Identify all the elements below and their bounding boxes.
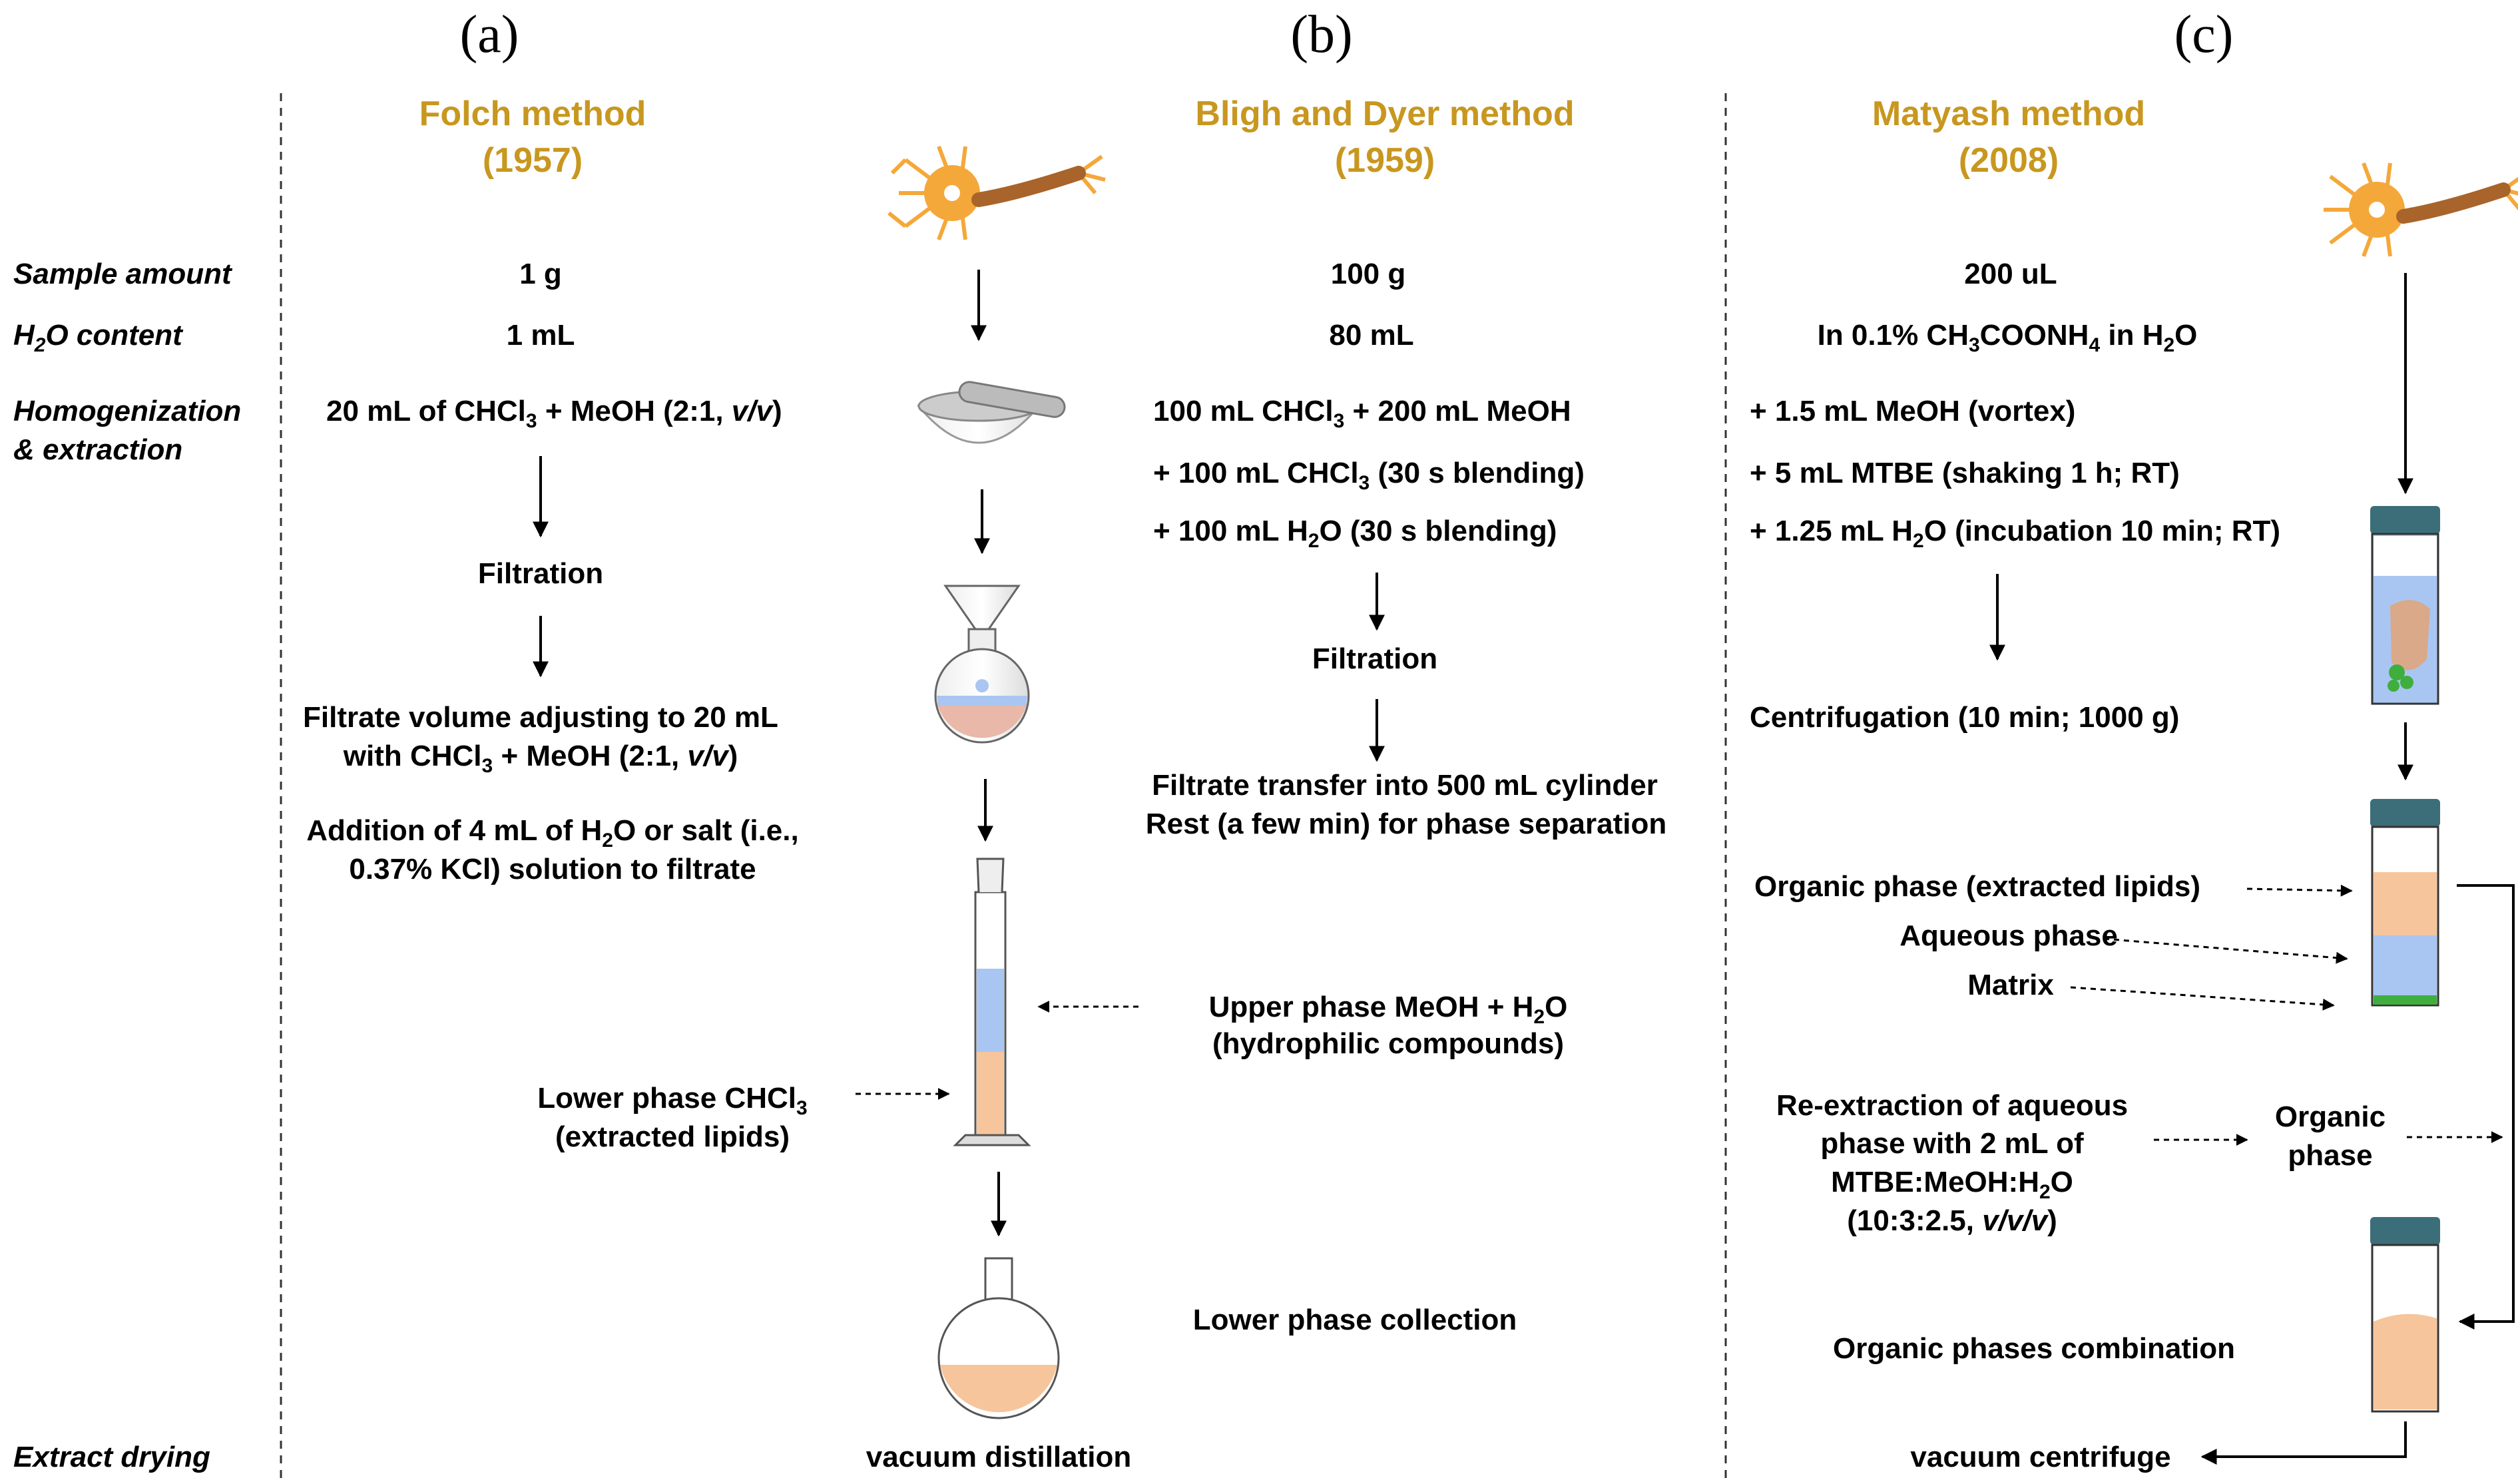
folch-addition-line1: Addition of 4 mL of H2O or salt (i.e., — [306, 814, 798, 852]
matyash-aqueous-phase: Aqueous phase — [1899, 919, 2118, 952]
folch-water: 1 mL — [507, 319, 575, 352]
bligh-step-3: + 100 mL H2O (30 s blending) — [1153, 515, 1557, 552]
bligh-upper-phase-line1: Upper phase MeOH + H2O — [1209, 991, 1568, 1028]
bligh-step-2: + 100 mL CHCl3 (30 s blending) — [1153, 457, 1585, 494]
folch-lower-phase-line1: Lower phase CHCl3 — [537, 1082, 807, 1119]
phase-tube — [2370, 799, 2440, 1007]
row-label-extraction: & extraction — [13, 433, 182, 466]
mortar-pestle-icon — [916, 381, 1066, 444]
bligh-transfer-line1: Filtrate transfer into 500 mL cylinder — [1152, 769, 1658, 802]
reextraction-line2: phase with 2 mL of — [1820, 1127, 2084, 1160]
panel-label-b: (b) — [1290, 5, 1352, 64]
matyash-combination: Organic phases combination — [1833, 1332, 2235, 1365]
bligh-transfer-line2: Rest (a few min) for phase separation — [1146, 808, 1666, 840]
matyash-step-1: + 1.5 mL MeOH (vortex) — [1750, 395, 2075, 427]
bligh-lower-phase-collection: Lower phase collection — [1193, 1304, 1517, 1336]
bligh-title: Bligh and Dyer method — [1195, 95, 1574, 133]
aqueous-phase-pointer — [2103, 937, 2348, 964]
matyash-sample: 200 uL — [1964, 258, 2057, 290]
folch-addition-line2: 0.37% KCl) solution to filtrate — [349, 853, 756, 885]
sample-tube-1 — [2370, 506, 2440, 705]
matyash-drying: vacuum centrifuge — [1910, 1441, 2170, 1473]
matyash-centrifugation: Centrifugation (10 min; 1000 g) — [1750, 701, 2179, 734]
bligh-filtration: Filtration — [1312, 642, 1437, 675]
row-label-water: H2O content — [13, 319, 184, 356]
bligh-sample: 100 g — [1331, 258, 1406, 290]
graduated-cylinder-icon — [953, 858, 1031, 1146]
folch-adjust-line1: Filtrate volume adjusting to 20 mL — [303, 701, 778, 734]
neuron-icon-right — [2324, 162, 2518, 258]
folch-title: Folch method — [419, 95, 646, 133]
round-flask-icon — [937, 1257, 1060, 1419]
reextraction-line1: Re-extraction of aqueous — [1776, 1089, 2128, 1122]
bligh-step-1: 100 mL CHCl3 + 200 mL MeOH — [1153, 395, 1571, 432]
folch-extraction: 20 mL of CHCl3 + MeOH (2:1, v/v) — [326, 395, 782, 432]
organic-phase-label-line2: phase — [2288, 1139, 2372, 1172]
organic-phase-label-line1: Organic — [2275, 1101, 2386, 1133]
neuron-icon — [887, 145, 1106, 241]
folch-lower-phase-line2: (extracted lipids) — [555, 1120, 790, 1153]
matyash-water: In 0.1% CH3COONH4 in H2O — [1818, 319, 2198, 356]
panel-label-a: (a) — [460, 5, 519, 64]
bligh-water: 80 mL — [1329, 319, 1413, 352]
folch-filtration: Filtration — [478, 557, 603, 590]
matyash-title: Matyash method — [1872, 95, 2145, 133]
matyash-step-3: + 1.25 mL H2O (incubation 10 min; RT) — [1750, 515, 2280, 552]
combined-tube — [2370, 1217, 2440, 1413]
organic-phase-pointer — [2246, 884, 2353, 897]
folch-adjust-line2: with CHCl3 + MeOH (2:1, v/v) — [343, 740, 738, 777]
folch-year: (1957) — [483, 141, 583, 180]
matyash-year: (2008) — [1959, 141, 2059, 180]
row-label-drying: Extract drying — [13, 1441, 210, 1473]
matyash-matrix: Matrix — [1967, 969, 2054, 1001]
reextraction-line4: (10:3:2.5, v/v/v) — [1847, 1204, 2057, 1237]
bligh-year: (1959) — [1335, 141, 1435, 180]
drying-connector — [2200, 1421, 2407, 1465]
reextraction-line3: MTBE:MeOH:H2O — [1831, 1166, 2073, 1203]
row-label-homogenization: Homogenization — [13, 395, 241, 427]
funnel-flask-icon — [934, 585, 1030, 744]
combination-connector — [2457, 884, 2515, 1330]
matyash-step-2: + 5 mL MTBE (shaking 1 h; RT) — [1750, 457, 2180, 489]
folch-sample: 1 g — [519, 258, 562, 290]
matrix-pointer — [2070, 986, 2335, 1011]
folch-drying: vacuum distillation — [866, 1441, 1132, 1473]
matyash-organic-phase: Organic phase (extracted lipids) — [1754, 870, 2200, 903]
panel-label-c: (c) — [2174, 5, 2234, 64]
bligh-upper-phase-line2: (hydrophilic compounds) — [1212, 1027, 1564, 1060]
row-label-sample: Sample amount — [13, 258, 233, 290]
